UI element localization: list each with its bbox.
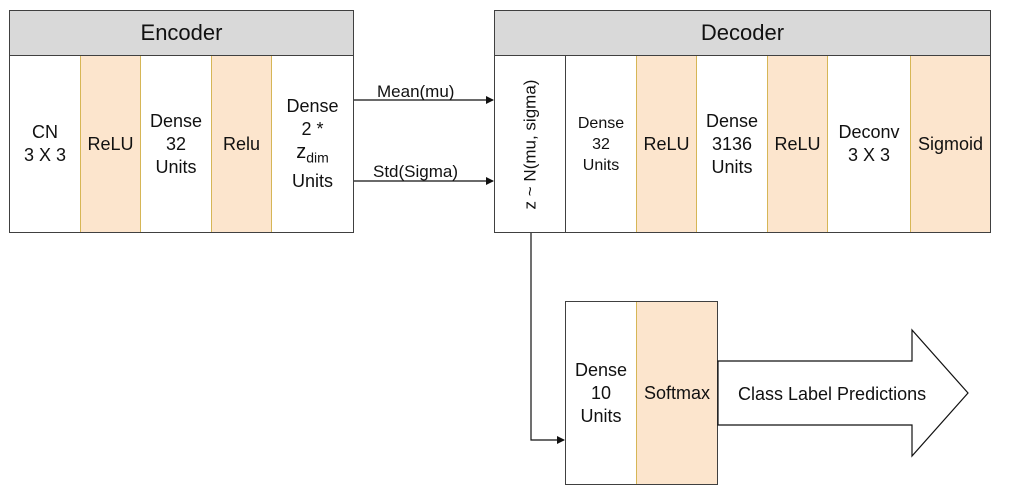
- decoder-relu-layer-1: ReLU: [636, 56, 697, 232]
- encoder-cn-layer: CN 3 X 3: [10, 56, 80, 232]
- encoder-block: [9, 55, 354, 233]
- dim-subscript: dim: [306, 149, 329, 166]
- decoder-dense3136-layer: Dense 3136 Units: [697, 56, 767, 232]
- encoder-dense32-layer: Dense 32 Units: [141, 56, 211, 232]
- dense-2zdim-zdim: zdim: [296, 141, 329, 170]
- mean-label: Mean(mu): [377, 82, 455, 101]
- std-label: Std(Sigma): [373, 162, 459, 181]
- encoder-dense-2zdim-layer: Dense 2 * zdim Units: [272, 56, 353, 232]
- decoder-header: Decoder: [494, 10, 991, 56]
- dense-2zdim-line1: Dense: [286, 96, 339, 117]
- dense-2zdim-line2: 2 *: [301, 119, 324, 140]
- encoder-header: Encoder: [9, 10, 354, 56]
- output-label: Class Label Predictions: [738, 384, 927, 404]
- decoder-deconv-layer: Deconv 3 X 3: [828, 56, 910, 232]
- decoder-title: Decoder: [700, 20, 785, 45]
- sampling-divider: [565, 56, 566, 232]
- decoder-sigmoid-layer: Sigmoid: [910, 56, 990, 232]
- encoder-relu-layer-1: ReLU: [80, 56, 141, 232]
- encoder-relu-layer-2: Relu: [211, 56, 272, 232]
- decoder-dense32-layer: Dense 32 Units: [566, 56, 636, 232]
- classifier-arrow: [530, 233, 565, 444]
- encoder-title: Encoder: [140, 20, 223, 45]
- classifier-softmax-layer: Softmax: [636, 302, 717, 484]
- decoder-relu-layer-2: ReLU: [767, 56, 828, 232]
- output-big-arrow: [717, 328, 969, 458]
- dense-2zdim-line4: Units: [291, 170, 333, 191]
- classifier-dense10-layer: Dense 10 Units: [566, 302, 636, 484]
- z-symbol: z: [296, 141, 307, 164]
- sampling-layer: z ~ N(mu, sigma): [495, 56, 565, 232]
- decoder-block: [494, 55, 991, 233]
